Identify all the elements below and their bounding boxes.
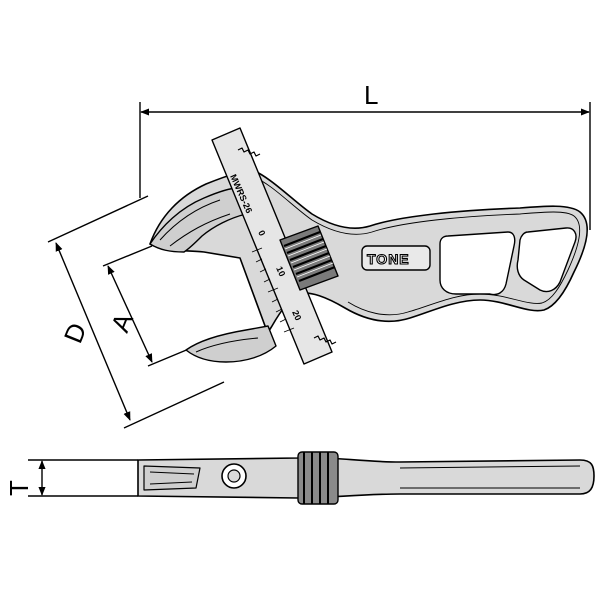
extension-line-d-top <box>47 195 149 243</box>
wrench-side-view <box>137 451 595 505</box>
rack-teeth-bottom <box>313 335 337 345</box>
movable-jaw <box>185 325 277 363</box>
dimension-A <box>102 245 197 367</box>
side-body <box>137 456 595 499</box>
wrench-top-view <box>149 127 588 365</box>
scale-tick-20: 20 <box>290 309 303 322</box>
slide-rack <box>211 127 333 365</box>
label-T: T <box>4 480 34 496</box>
dimension-line-D <box>55 242 131 421</box>
scale-tick-0: 0 <box>256 229 267 238</box>
handle-cutout-left <box>439 231 516 296</box>
worm-screw <box>279 225 339 291</box>
brand-plate <box>361 245 431 271</box>
fixed-jaw <box>149 187 247 253</box>
brand-logo: TONE <box>367 251 410 267</box>
handle-cutout-right <box>516 227 577 293</box>
rack-teeth-top <box>237 147 261 157</box>
extension-line-a-top <box>102 245 153 267</box>
dimension-D <box>47 195 225 429</box>
label-D: D <box>58 319 93 348</box>
scale-tick-10: 10 <box>274 265 287 278</box>
label-A: A <box>105 308 140 336</box>
dimension-T <box>28 459 138 497</box>
label-L: L <box>364 80 378 110</box>
dimension-L <box>139 102 591 230</box>
dimension-line-A <box>107 265 153 363</box>
scale-ticks <box>251 247 295 333</box>
side-worm-screw <box>297 451 339 505</box>
extension-line-d-bottom <box>123 381 225 429</box>
